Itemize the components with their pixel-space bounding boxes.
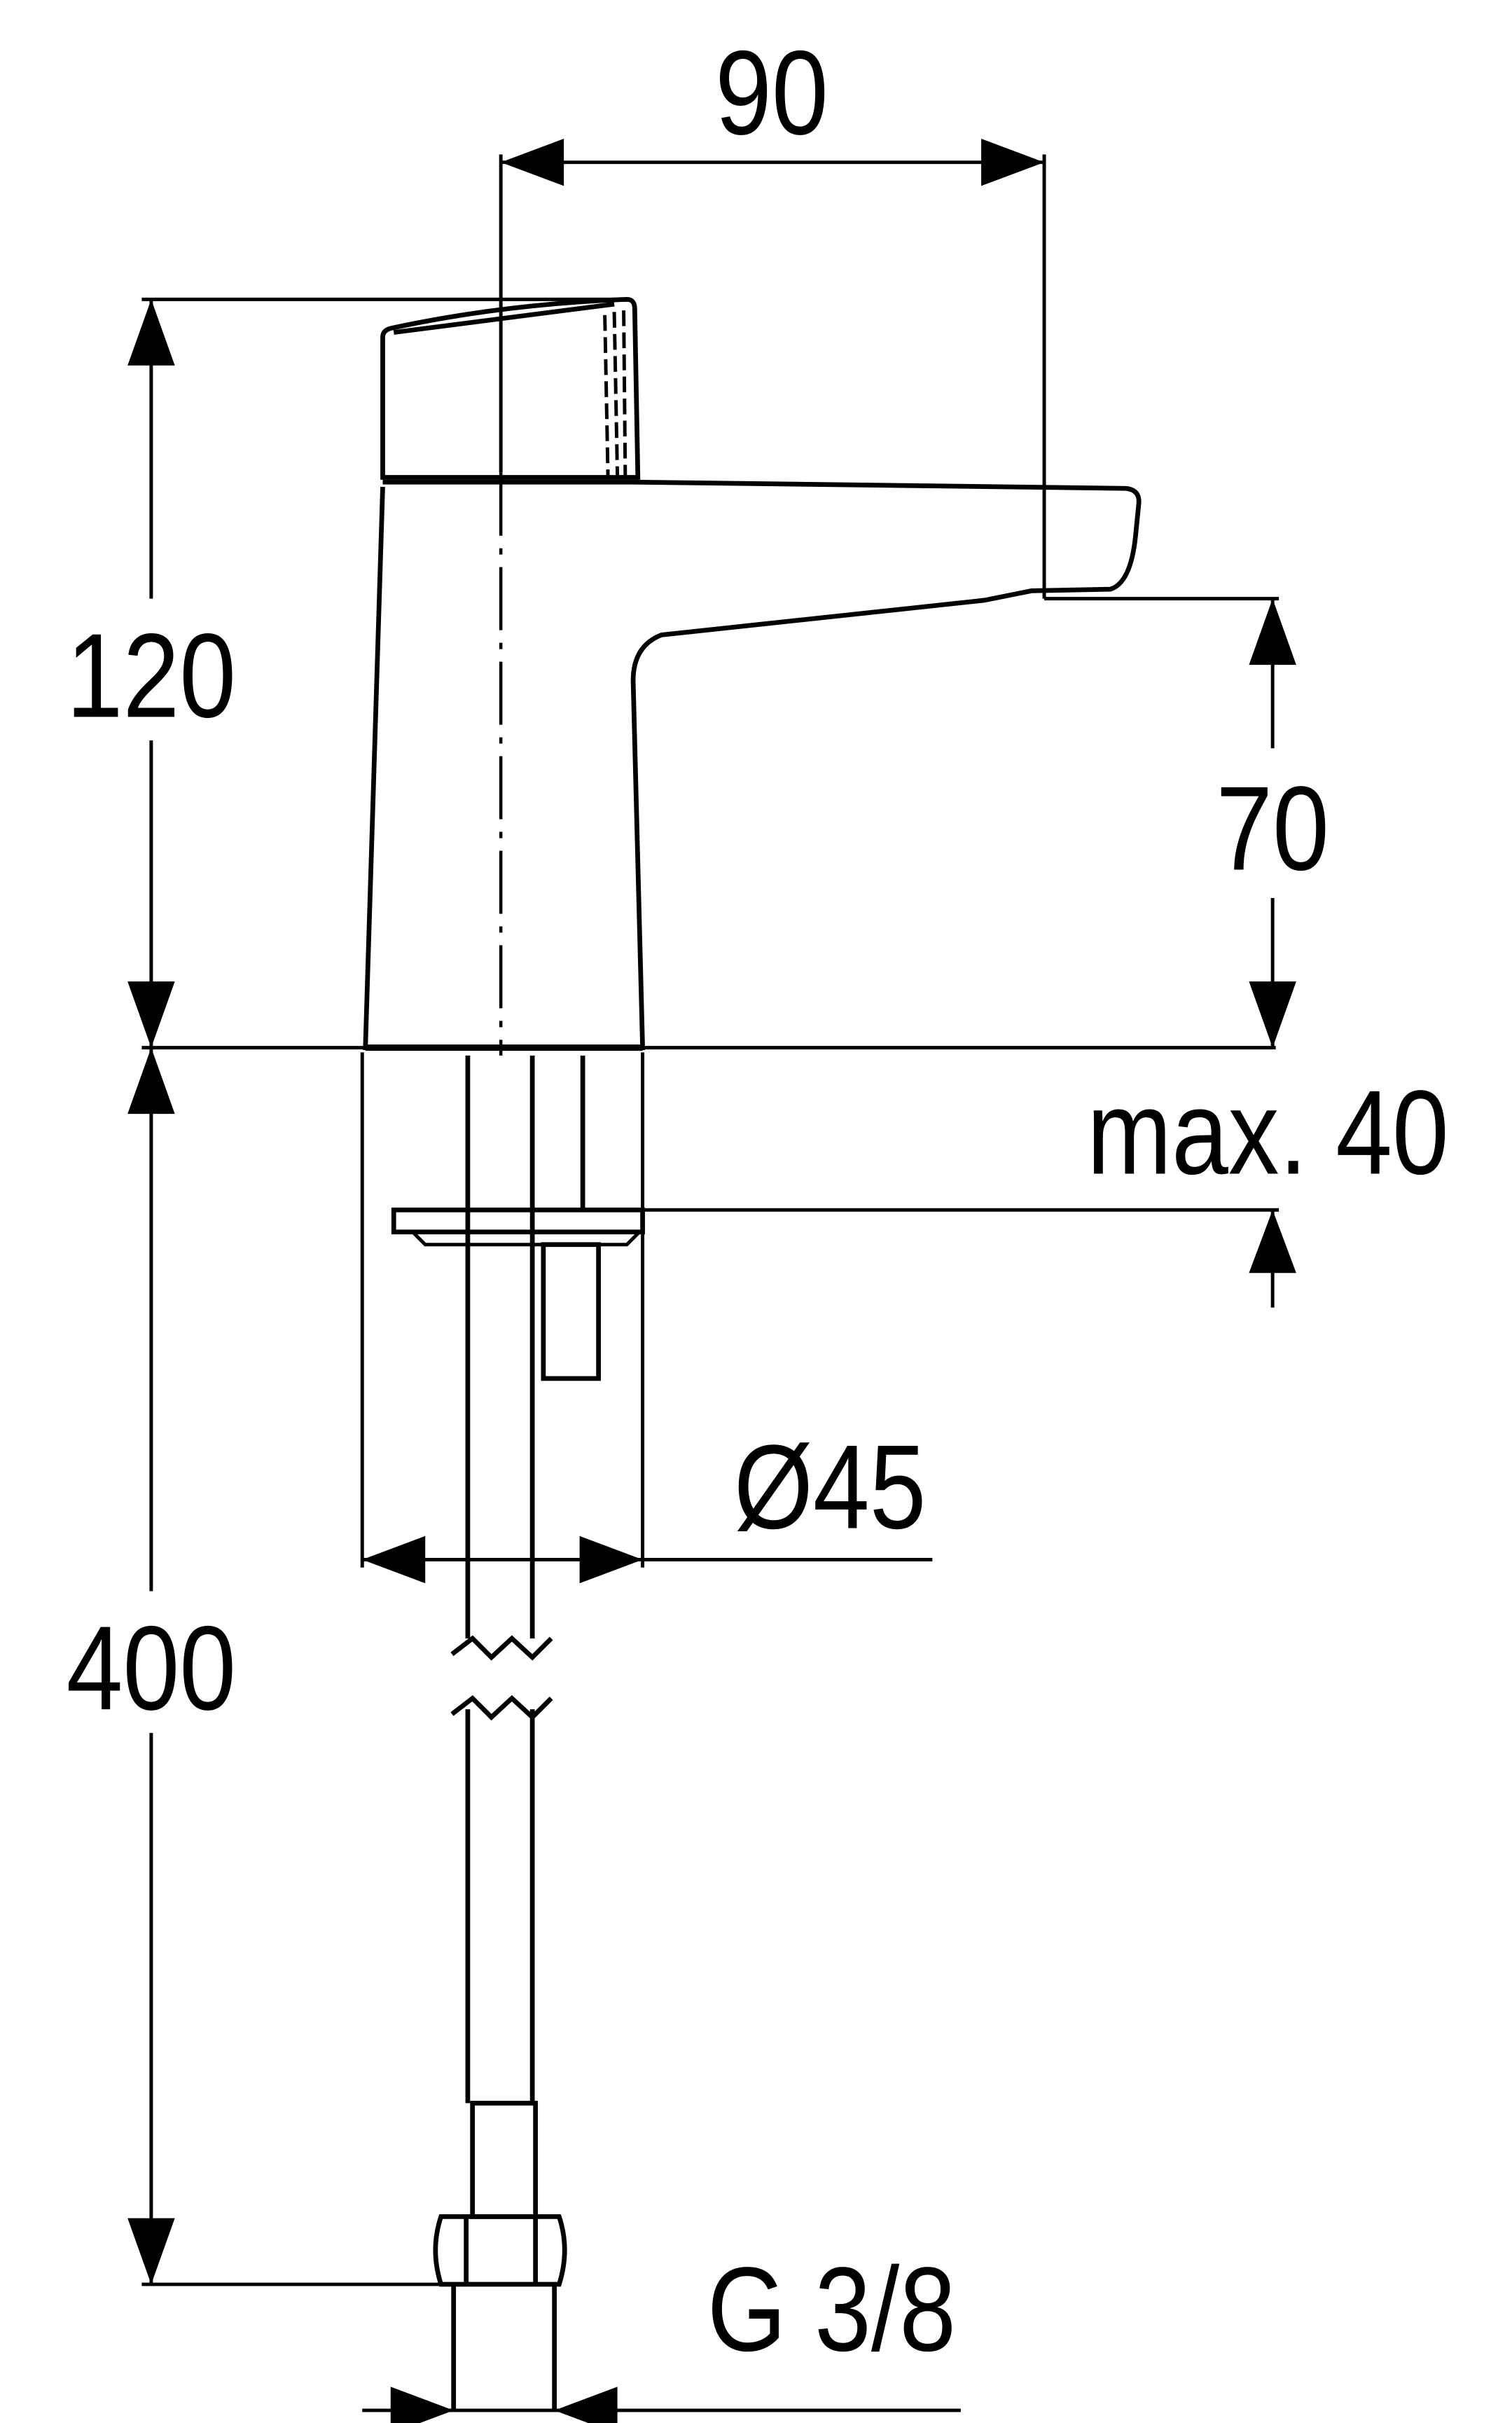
- fixing-plate-lower: [411, 1230, 641, 1247]
- dimension-label-diameter-45: Ø45: [734, 1419, 927, 1554]
- break-symbol-bottom: [450, 1694, 553, 1721]
- dimension-label-90: 90: [715, 25, 828, 160]
- fixing-plate: [391, 1207, 645, 1235]
- handle: [380, 296, 641, 480]
- handle-top-edge: [393, 301, 615, 335]
- fixing-stud: [541, 1242, 601, 1381]
- break-symbol-top: [450, 1635, 553, 1661]
- dimension-hose-length: 400: [67, 1047, 457, 2286]
- spout-body: [363, 479, 1142, 1050]
- dimension-label-120: 120: [67, 608, 236, 743]
- dimension-spout-height: 70: [1044, 597, 1329, 1048]
- hose-ferrule: [470, 2101, 539, 2219]
- dimension-label-g-3-8: G 3/8: [707, 2242, 956, 2376]
- dimension-deck-thickness: max. 40: [642, 1065, 1449, 1308]
- connections: [391, 1055, 645, 2410]
- handle-grip-lines: [603, 310, 627, 476]
- dimension-thread: G 3/8: [362, 2242, 961, 2423]
- dimension-spout-reach: 90: [499, 25, 1046, 599]
- dimension-total-height: 120: [67, 297, 1276, 1050]
- dimension-label-max-40: max. 40: [1087, 1065, 1449, 1199]
- dimension-label-70: 70: [1216, 761, 1329, 895]
- hex-nut: [433, 2214, 567, 2287]
- dimension-base-diameter: Ø45: [360, 1052, 933, 1584]
- faucet-body: [363, 296, 1142, 1051]
- dimension-label-400: 400: [67, 1601, 236, 1735]
